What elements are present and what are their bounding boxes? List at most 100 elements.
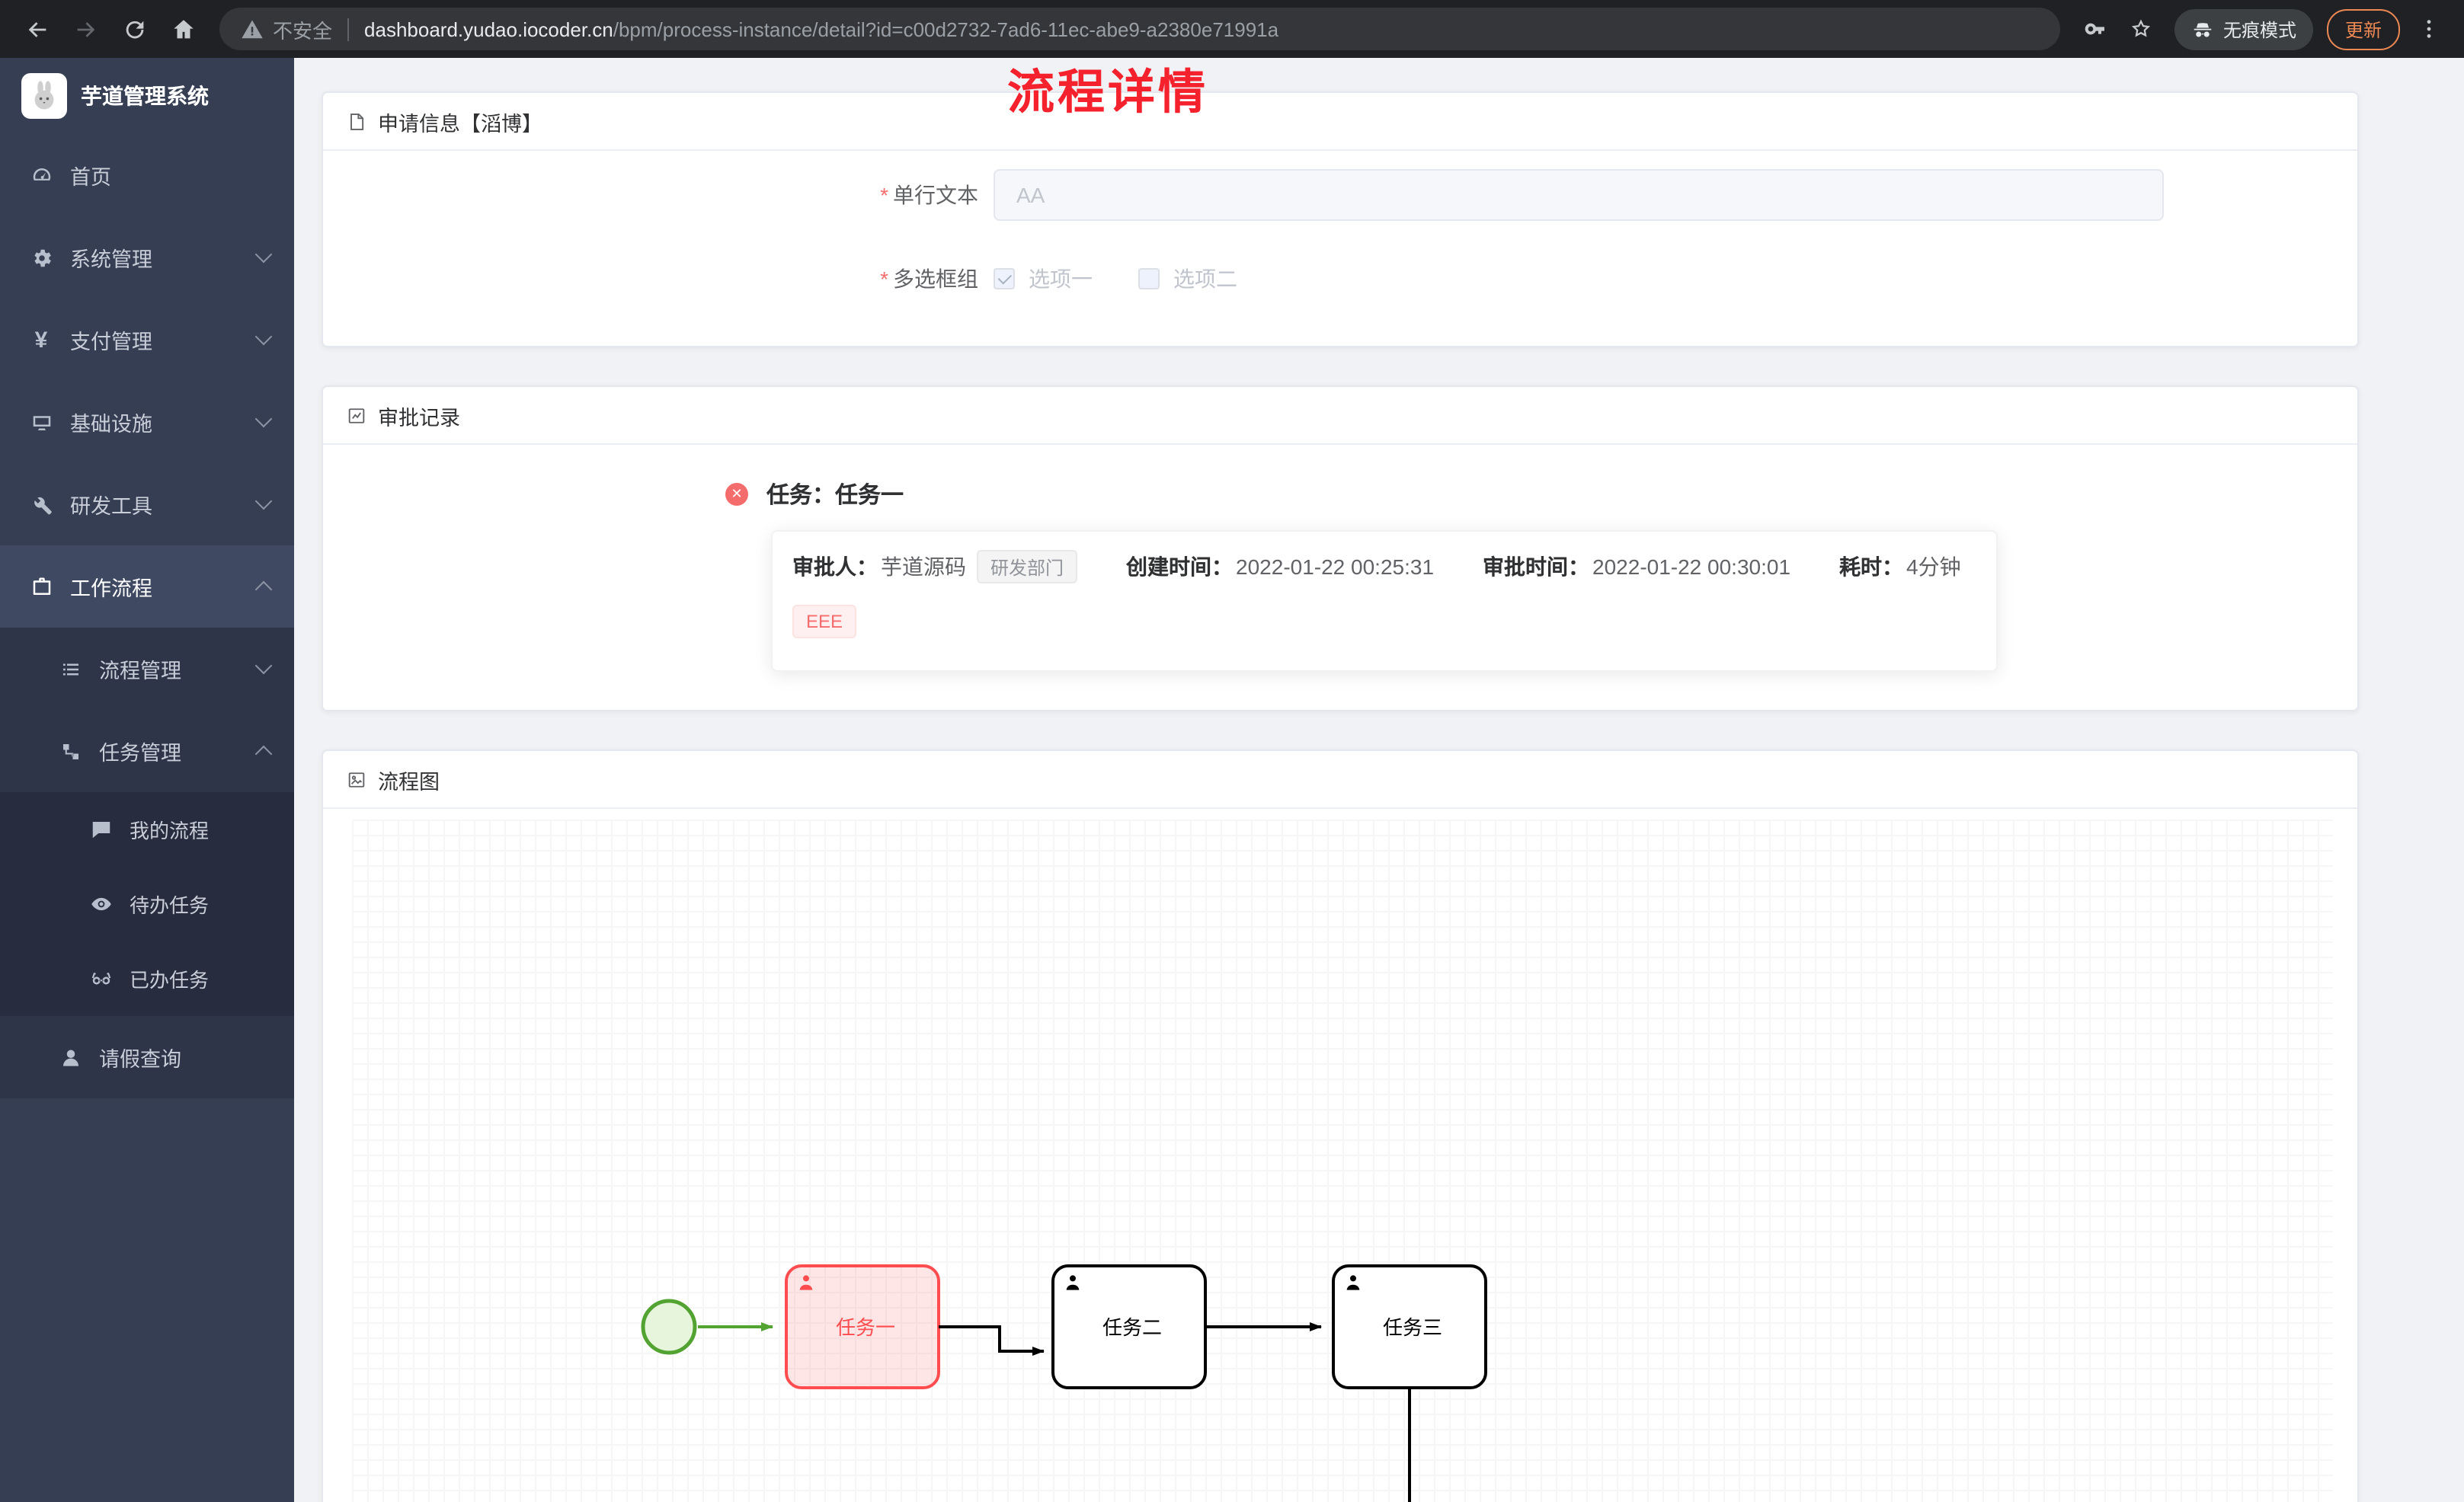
card-header-label: 审批记录 [378,406,460,429]
create-time-value: 2022-01-22 00:25:31 [1236,554,1435,579]
chevron-down-icon [254,328,273,346]
logo-avatar [21,73,67,119]
task-submenu: 我的流程 待办任务 已办任务 [0,792,294,1016]
chat-bubble-icon [88,817,113,842]
card-header-label: 流程图 [378,770,440,793]
eye-icon [88,892,113,916]
checkbox-label: 选项二 [1173,267,1237,291]
sidebar-item-label: 流程管理 [99,660,181,682]
incognito-icon [2194,22,2212,37]
sidebar-item-label: 待办任务 [130,894,210,917]
duration-value: 4分钟 [1906,554,1961,579]
sidebar-item-label: 工作流程 [70,577,152,600]
records-icon [348,407,365,423]
sidebar-item-leave-query[interactable]: 请假查询 [0,1016,294,1098]
url-bar[interactable]: 不安全 dashboard.yudao.iocoder.cn/bpm/proce… [219,8,2060,50]
task-title: 任务：任务一 [766,483,904,509]
apply-info-card: 申请信息【滔博】 *单行文本 *多选框组 选项一 选项二 [322,91,2359,347]
gear-icon [29,245,53,270]
approval-meta-row: 审批人： 芋道源码 研发部门 创建时间： 2022-01-22 00:25:31… [792,548,1976,585]
back-icon[interactable] [15,8,58,50]
sidebar-item-label: 任务管理 [99,742,181,765]
field-label: *单行文本 [880,183,978,207]
sidebar-item-process-management[interactable]: 流程管理 [0,628,294,710]
field-label: *多选框组 [880,267,978,291]
menu-dots-icon[interactable] [2409,9,2449,49]
app-logo: 芋道管理系统 [0,58,294,134]
approval-reason-row: EEE [792,605,1976,638]
task3-label: 任务三 [1383,1316,1442,1339]
card-header-label: 申请信息【滔博】 [378,112,542,135]
sidebar-item-my-process[interactable]: 我的流程 [0,792,294,867]
list-icon [58,657,82,681]
chevron-up-icon [254,580,273,599]
security-label: 不安全 [273,19,333,42]
sidebar-item-label: 基础设施 [70,413,152,436]
update-button[interactable]: 更新 [2326,8,2400,50]
url-path: /bpm/process-instance/detail?id=c00d2732… [613,18,1279,40]
chevron-down-icon [254,245,273,264]
glasses-icon [88,967,113,991]
create-time-label: 创建时间： [1126,554,1234,579]
sidebar-item-todo-tasks[interactable]: 待办任务 [0,867,294,941]
checkbox-checked-icon [994,268,1015,289]
checkbox-option-1[interactable]: 选项一 [994,264,1093,294]
monitor-icon [29,410,53,434]
sidebar-item-system[interactable]: 系统管理 [0,216,294,299]
sidebar: 芋道管理系统 首页 系统管理 ¥ 支付管理 基础设施 研发工具 [0,58,294,1502]
chevron-down-icon [254,657,273,675]
chevron-down-icon [254,492,273,510]
page-title: 流程详情 [1007,66,1208,119]
yen-icon: ¥ [34,327,48,353]
flow-icon [58,739,82,763]
sidebar-item-payment[interactable]: ¥ 支付管理 [0,299,294,381]
key-icon[interactable] [2075,9,2115,49]
sidebar-item-label: 我的流程 [130,820,210,842]
workflow-submenu: 流程管理 任务管理 我的流程 待办任务 已办任务 [0,628,294,1098]
start-event-node[interactable] [641,1299,697,1355]
single-line-text-input[interactable] [994,169,2164,221]
sidebar-item-label: 首页 [70,166,111,189]
dept-tag: 研发部门 [977,550,1078,583]
incognito-badge: 无痕模式 [2174,8,2313,50]
required-mark: * [880,183,888,207]
star-icon[interactable] [2121,9,2161,49]
error-circle-icon [725,483,748,506]
duration-label: 耗时： [1839,554,1904,579]
forward-icon[interactable] [64,8,107,50]
sidebar-item-infrastructure[interactable]: 基础设施 [0,381,294,463]
process-diagram-card: 流程图 [322,749,2359,1502]
home-icon[interactable] [162,8,204,50]
approve-time-pair: 审批时间： 2022-01-22 00:30:01 [1483,551,1790,582]
create-time-pair: 创建时间： 2022-01-22 00:25:31 [1126,551,1434,582]
person-icon [58,1045,82,1069]
sidebar-item-home[interactable]: 首页 [0,134,294,216]
bpmn-diagram: 任务一 任务二 任务三 [641,1264,1487,1502]
sidebar-item-label: 已办任务 [130,969,210,992]
task1-label: 任务一 [836,1316,895,1339]
approval-records-card: 审批记录 任务：任务一 审批人： 芋道源码 研发部门 创建时间： 2022-01… [322,385,2359,711]
form-row-text: *单行文本 [323,169,2357,221]
bpmn-canvas[interactable]: 任务一 任务二 任务三 [352,820,2333,1502]
sidebar-item-label: 支付管理 [70,331,152,353]
checkbox-option-2[interactable]: 选项二 [1138,264,1237,294]
sidebar-item-workflow[interactable]: 工作流程 [0,545,294,628]
required-mark: * [880,267,888,291]
sidebar-item-label: 系统管理 [70,248,152,271]
sidebar-item-devtools[interactable]: 研发工具 [0,463,294,545]
checkbox-group: 选项一 选项二 [994,264,1237,294]
apply-info-header: 申请信息【滔博】 [323,93,2357,151]
dashboard-icon [29,163,53,187]
sidebar-item-task-management[interactable]: 任务管理 [0,710,294,792]
refresh-icon[interactable] [113,8,155,50]
checkbox-unchecked-icon [1138,268,1160,289]
chevron-up-icon [254,745,273,763]
sidebar-item-label: 请假查询 [99,1048,181,1071]
browser-chrome: 不安全 dashboard.yudao.iocoder.cn/bpm/proce… [0,0,2464,58]
checkbox-label: 选项一 [1029,267,1093,291]
document-icon [350,113,364,129]
sidebar-item-done-tasks[interactable]: 已办任务 [0,941,294,1016]
user-task-icon [1066,1275,1080,1290]
briefcase-icon [29,574,53,599]
